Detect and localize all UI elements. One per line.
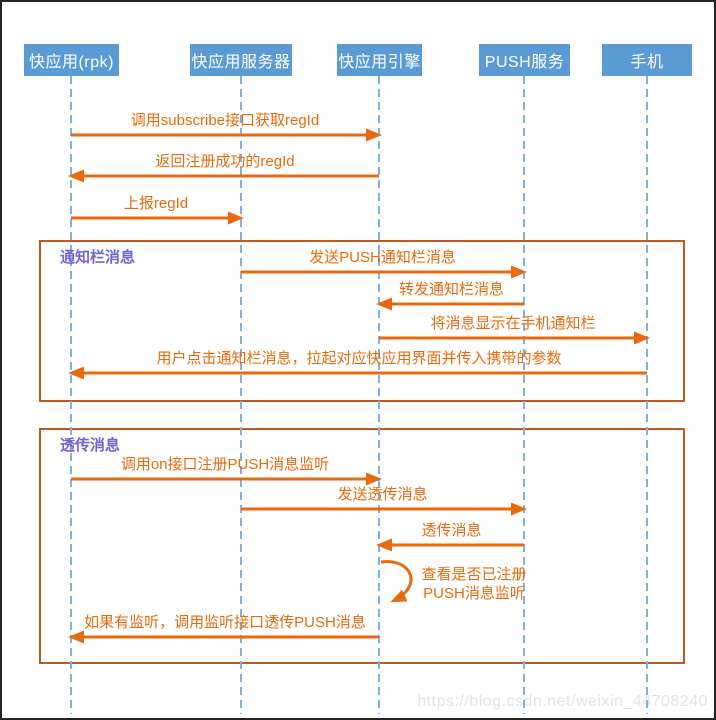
actor-box: 快应用(rpk) xyxy=(24,44,119,76)
message-label: 发送PUSH通知栏消息 xyxy=(309,249,456,266)
message-label: 调用on接口注册PUSH消息监听 xyxy=(120,456,330,473)
actor-box: 手机 xyxy=(602,44,692,76)
message-label: 透传消息 xyxy=(421,522,482,539)
frame-label: 通知栏消息 xyxy=(60,249,136,266)
actor-box: PUSH服务 xyxy=(479,44,570,76)
message-label: 返回注册成功的regId xyxy=(155,153,295,170)
actor-box: 快应用服务器 xyxy=(190,44,292,76)
message-label: 发送透传消息 xyxy=(337,486,428,503)
message-label: 用户点击通知栏消息，拉起对应快应用界面并传入携带的参数 xyxy=(156,350,562,367)
message-label: 转发通知栏消息 xyxy=(398,281,505,298)
frame-notification xyxy=(39,240,685,402)
frame-passthrough xyxy=(39,428,685,664)
actor-box: 快应用引擎 xyxy=(337,44,422,76)
message-label: 上报regId xyxy=(123,195,189,212)
message-label: 将消息显示在手机通知栏 xyxy=(430,315,596,332)
watermark-text: https://blog.csdn.net/weixin_44708240 xyxy=(417,693,708,710)
message-label: 调用subscribe接口获取regId xyxy=(130,112,320,129)
frame-label: 透传消息 xyxy=(60,437,121,454)
message-label: 如果有监听，调用监听接口透传PUSH消息 xyxy=(84,614,366,631)
message-label: 查看是否已注册 PUSH消息监听 xyxy=(421,566,527,602)
